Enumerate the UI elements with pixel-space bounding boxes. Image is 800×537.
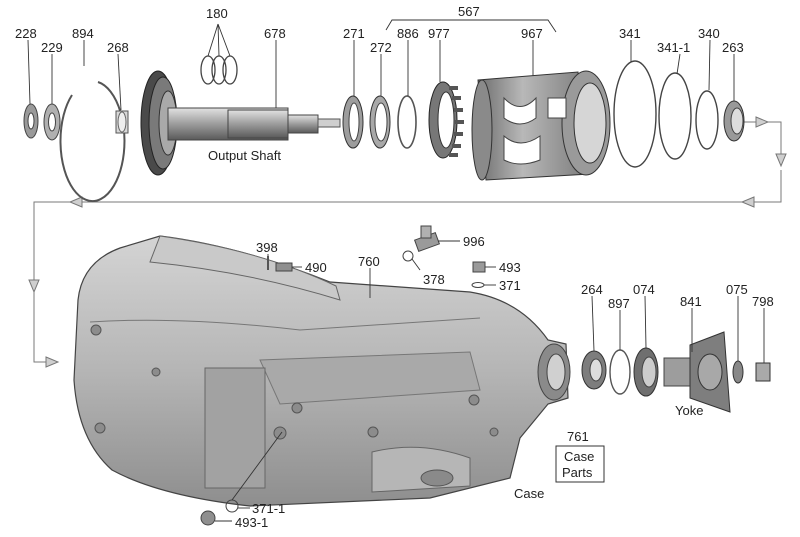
label-371: 371: [499, 278, 521, 293]
label-761: 761: [567, 429, 589, 444]
label-180: 180: [206, 6, 228, 21]
label-272: 272: [370, 40, 392, 55]
part-493-1-plug: [200, 510, 216, 526]
label-074: 074: [633, 282, 655, 297]
part-340-ring: [695, 90, 719, 150]
label-341: 341: [619, 26, 641, 41]
caption-case: Case: [514, 486, 544, 501]
part-977-spring-piston: [428, 81, 464, 159]
label-996: 996: [463, 234, 485, 249]
part-760-case: [73, 235, 571, 507]
part-228-washer: [23, 103, 39, 139]
label-229: 229: [41, 40, 63, 55]
part-371-o-ring: [471, 282, 485, 288]
caption-case-parts-line1: Case: [564, 449, 594, 464]
part-268-bushing: [115, 110, 129, 134]
part-897-snap-ring: [609, 349, 631, 395]
part-075-washer: [732, 360, 744, 384]
label-841: 841: [680, 294, 702, 309]
caption-case-parts-line2: Parts: [562, 465, 593, 480]
part-378-o-ring: [402, 250, 414, 262]
part-341-1-ring: [658, 72, 692, 160]
label-075: 075: [726, 282, 748, 297]
part-894-snap-ring: [59, 81, 126, 203]
label-567: 567: [458, 4, 480, 19]
part-272-washer: [369, 95, 391, 149]
label-886: 886: [397, 26, 419, 41]
label-340: 340: [698, 26, 720, 41]
part-264-seal: [581, 350, 607, 390]
leader-lines: [27, 19, 765, 522]
label-967: 967: [521, 26, 543, 41]
part-493-plug: [472, 261, 486, 273]
label-798: 798: [752, 294, 774, 309]
part-074-seal: [633, 347, 659, 397]
label-493-1: 493-1: [235, 515, 268, 530]
label-268: 268: [107, 40, 129, 55]
part-841-yoke: [663, 331, 731, 413]
part-996-fitting: [413, 225, 441, 253]
label-378: 378: [423, 272, 445, 287]
case-parts-box: [555, 445, 605, 483]
part-678-output-shaft: [140, 70, 341, 176]
caption-yoke: Yoke: [675, 403, 703, 418]
label-490: 490: [305, 260, 327, 275]
part-967-drum: [471, 70, 611, 181]
label-894: 894: [72, 26, 94, 41]
part-180-seal-rings: [200, 55, 238, 85]
label-977: 977: [428, 26, 450, 41]
label-228: 228: [15, 26, 37, 41]
label-678: 678: [264, 26, 286, 41]
part-263-bearing: [723, 100, 745, 142]
label-271: 271: [343, 26, 365, 41]
label-398: 398: [256, 240, 278, 255]
label-897: 897: [608, 296, 630, 311]
label-760: 760: [358, 254, 380, 269]
part-490-fitting: [275, 262, 293, 272]
part-271-washer: [342, 95, 364, 149]
label-493: 493: [499, 260, 521, 275]
label-341-1: 341-1: [657, 40, 690, 55]
part-798-nut: [755, 362, 771, 382]
part-886-snap-ring: [397, 95, 417, 149]
label-264: 264: [581, 282, 603, 297]
part-341-ring: [613, 60, 657, 168]
part-229-bearing: [43, 103, 61, 141]
caption-output-shaft: Output Shaft: [208, 148, 281, 163]
label-371-1: 371-1: [252, 501, 285, 516]
flow-arrow-path: [28, 116, 787, 368]
label-263: 263: [722, 40, 744, 55]
